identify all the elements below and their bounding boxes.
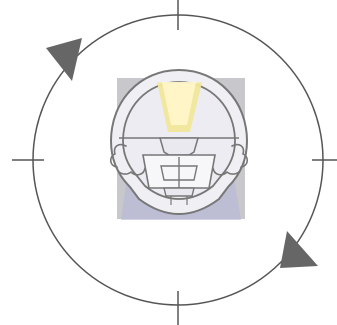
rotation-arrow-bottom-right-icon	[280, 231, 318, 268]
lamp-bottom-connector	[164, 188, 194, 196]
lamp-head	[160, 138, 198, 155]
rotation-arrow-top-left-icon	[46, 38, 82, 81]
